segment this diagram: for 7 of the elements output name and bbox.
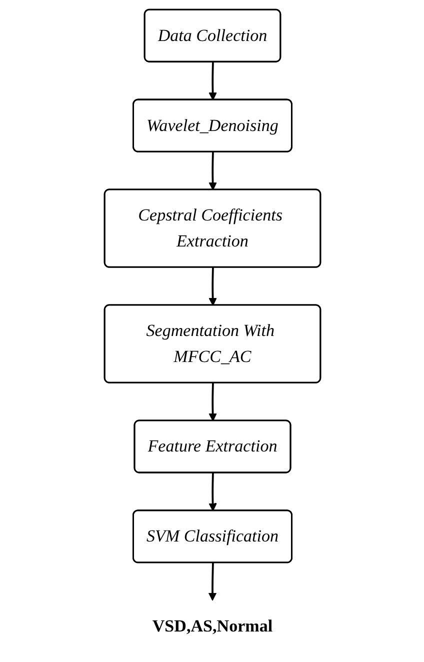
arrow: [208, 383, 216, 422]
arrow: [208, 562, 216, 601]
arrow: [208, 62, 216, 100]
arrow: [208, 268, 216, 306]
arrow: [208, 152, 216, 190]
node-text: VSD,AS,Normal: [152, 616, 272, 636]
arrow: [208, 472, 216, 512]
